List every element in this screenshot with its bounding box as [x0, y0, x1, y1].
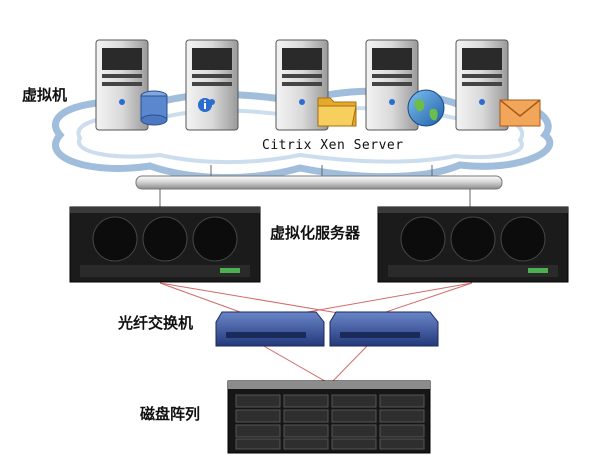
rack-server-left: [69, 206, 261, 283]
fc-switch-right: [329, 311, 439, 347]
label-hypervisor: Citrix Xen Server: [262, 138, 404, 153]
globe-icon: [407, 89, 445, 127]
vm-tower-5: [455, 39, 509, 131]
network-bus: [135, 165, 503, 208]
label-virtualization-servers: 虚拟化服务器: [270, 224, 361, 242]
database-icon: [140, 90, 168, 126]
label-fc-switch: 光纤交换机: [118, 314, 194, 332]
label-virtual-machines: 虚拟机: [22, 86, 68, 104]
info-icon: [198, 98, 212, 112]
folder-icon: [317, 97, 357, 127]
vm-tower-1: [95, 39, 149, 131]
fc-switch-left: [215, 311, 325, 347]
mail-icon: [499, 99, 541, 127]
label-disk-array: 磁盘阵列: [140, 405, 201, 423]
rack-server-right: [377, 206, 569, 283]
vm-tower-2: [185, 39, 239, 131]
vm-tower-3: [275, 39, 329, 131]
vm-tower-4: [365, 39, 419, 131]
disk-array: [227, 380, 431, 454]
